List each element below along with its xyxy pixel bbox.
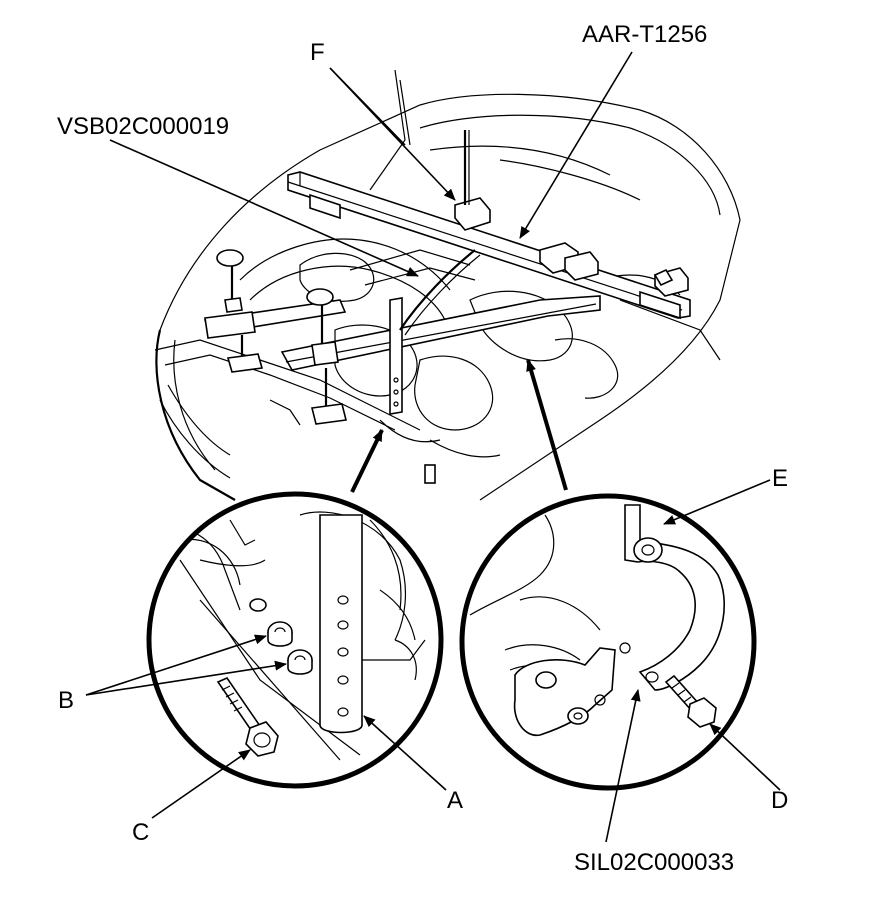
callout-d-label: D [771,787,788,814]
callout-f-label: F [310,39,325,66]
detail-circle-right [459,493,757,791]
leader-lines [85,51,781,843]
engine-support-hanger [203,130,691,425]
callout-b-label: B [58,687,74,714]
callout-sil02c000033-label: SIL02C000033 [574,849,734,876]
callout-c-label: C [132,819,149,846]
callout-aar-t1256-label: AAR-T1256 [582,21,707,48]
callout-a-label: A [447,787,463,814]
detail-circle-left [146,491,444,789]
callout-e-label: E [772,465,788,492]
callout-vsb02c000019-label: VSB02C000019 [57,113,229,140]
